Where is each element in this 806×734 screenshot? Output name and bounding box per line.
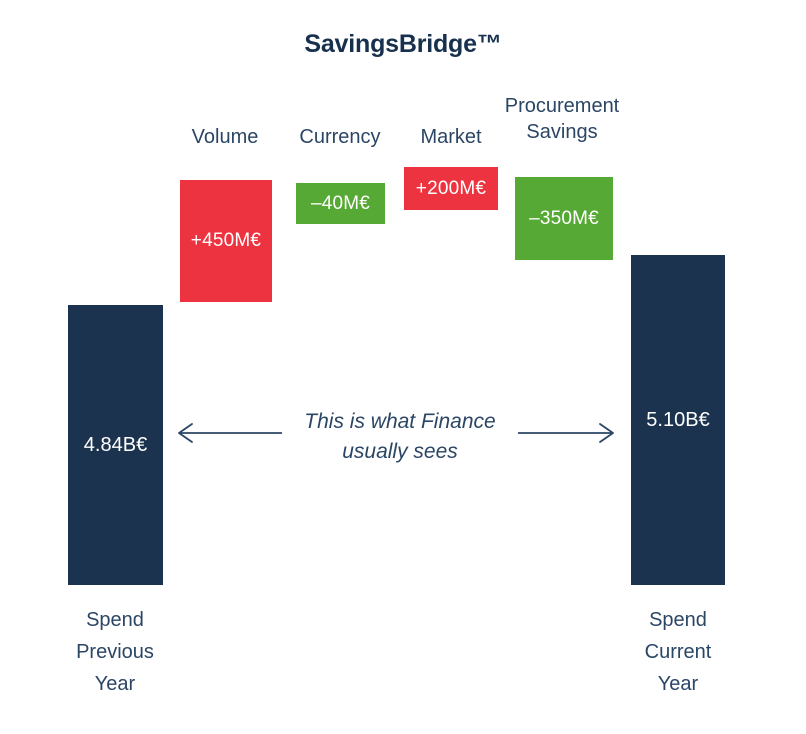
left-arrow-icon	[178, 423, 282, 443]
axis-caption-current-line2: Current	[644, 641, 712, 663]
annotation-line2: usually sees	[342, 440, 458, 464]
bar-value-market: +200M€	[415, 177, 487, 199]
category-label-procurement-savings: Procurement Savings	[492, 94, 632, 145]
axis-caption-previous-line2: Previous	[76, 641, 154, 663]
axis-caption-previous-line3: Year	[94, 673, 136, 695]
bar-value-spend-current-year: 5.10B€	[646, 408, 710, 431]
category-label-currency: Currency	[299, 126, 381, 148]
bar-value-currency: –40M€	[310, 192, 371, 214]
category-label-procurement-savings-line2: Savings	[526, 120, 598, 143]
bar-value-procurement-savings: –350M€	[529, 207, 599, 229]
bar-volume: +450M€	[180, 180, 272, 302]
axis-caption-previous-line1: Spend	[86, 609, 144, 631]
bar-spend-current-year: 5.10B€	[631, 255, 725, 585]
bar-value-spend-previous-year: 4.84B€	[83, 433, 148, 456]
bar-value-volume: +450M€	[190, 230, 262, 251]
axis-caption-spend-previous-year: Spend Previous Year	[45, 604, 185, 700]
bar-spend-previous-year: 4.84B€	[68, 305, 163, 585]
axis-caption-current-line3: Year	[657, 673, 699, 695]
annotation-line1: This is what Finance	[304, 410, 496, 433]
chart-title: SavingsBridge™	[304, 30, 502, 58]
bar-procurement-savings: –350M€	[515, 177, 613, 260]
bar-currency: –40M€	[296, 183, 385, 224]
category-label-procurement-savings-line1: Procurement	[504, 95, 620, 117]
category-label-volume: Volume	[191, 126, 259, 148]
category-label-market: Market	[420, 126, 482, 148]
bar-market: +200M€	[404, 167, 498, 210]
axis-caption-spend-current-year: Spend Current Year	[608, 604, 748, 700]
annotation-finance-view: This is what Finance usually sees	[255, 407, 545, 468]
axis-caption-current-line1: Spend	[649, 609, 707, 631]
right-arrow-icon	[518, 423, 614, 443]
